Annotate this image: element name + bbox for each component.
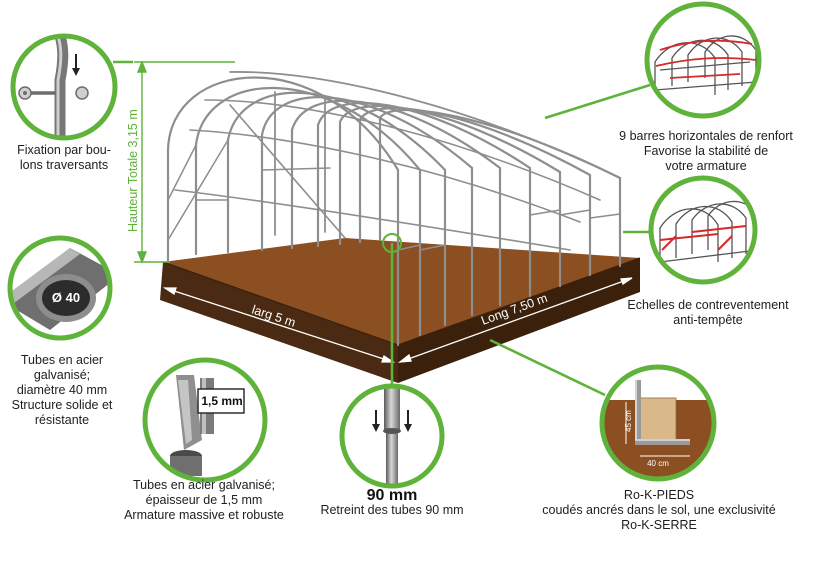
tubes40-caption-line: galvanisé; [33,368,91,382]
leader-lines [113,60,652,397]
bars-caption: 9 barres horizontales de renfort Favoris… [600,129,812,174]
bracing-caption-line: Echelles de contreventement [627,298,789,312]
thickness-circle [142,357,268,483]
height-label: Hauteur Totale 3,15 m [126,109,140,232]
tubes40-caption-line: diamètre 40 mm [16,383,108,397]
height-dimension [134,60,235,264]
shrink-circle [339,383,445,489]
feet-caption-line: Ro-K-PIEDS [623,488,695,502]
thickness-caption-line: Tubes en acier galvanisé; [133,478,275,492]
shrink-caption: 90 mm Retreint des tubes 90 mm [300,488,484,518]
bars-caption-line: votre armature [665,159,747,173]
bolts-caption-line: Fixation par bou- [17,143,111,157]
tubes40-caption-line: résistante [34,413,90,427]
thickness-caption-line: Armature massive et robuste [124,508,284,522]
base-dimensions [162,277,633,363]
shrink-value: 90 mm [366,487,418,504]
bars-caption-line: Favorise la stabilité de [643,144,769,158]
horizontal-bars-circle [644,1,762,119]
bracing-caption: Echelles de contreventement anti-tempête [610,298,806,328]
tubes40-caption: Tubes en acier galvanisé; diamètre 40 mm… [0,353,124,428]
thickness-badge: 1,5 mm [201,394,242,408]
thickness-caption-line: épaisseur de 1,5 mm [145,493,263,507]
foot-height-label: 45 cm [624,410,633,432]
bolts-caption-line: lons traversants [19,158,109,172]
tubes40-caption-line: Structure solide et [11,398,113,412]
feet-caption: Ro-K-PIEDS coudés ancrés dans le sol, un… [524,488,794,533]
greenhouse-frame [166,71,622,347]
tube-diameter-circle [7,235,113,341]
tube-diameter-badge: Ø 40 [52,290,80,305]
tubes40-caption-line: Tubes en acier [20,353,104,367]
feet-circle [599,364,717,482]
thickness-caption: Tubes en acier galvanisé; épaisseur de 1… [104,478,304,523]
feet-caption-line: coudés ancrés dans le sol, une exclusivi… [542,503,776,517]
bracing-circle [648,175,758,285]
feet-caption-line: Ro-K-SERRE [621,518,697,532]
soil-plot [160,238,641,383]
shrink-text: Retreint des tubes 90 mm [320,503,464,517]
foot-width-label: 40 cm [647,459,669,468]
bracing-caption-line: anti-tempête [673,313,743,327]
bolt-detail-circle [10,33,118,141]
bars-caption-line: 9 barres horizontales de renfort [619,129,793,143]
bolts-caption: Fixation par bou- lons traversants [0,143,128,173]
